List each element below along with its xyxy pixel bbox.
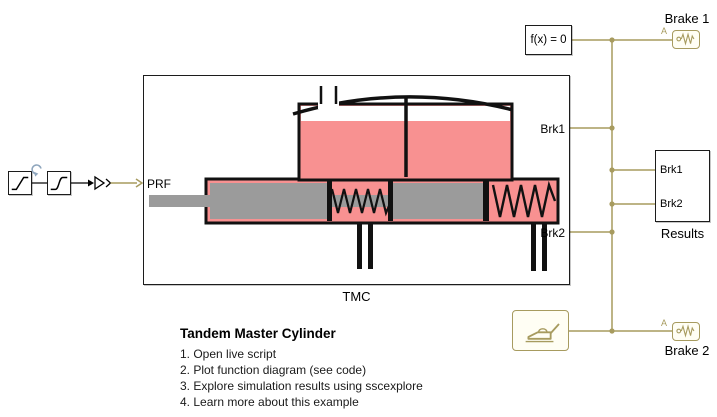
repeat-arrow-icon bbox=[31, 164, 42, 177]
prf-port-arrow bbox=[135, 178, 144, 188]
saturation-block[interactable] bbox=[47, 171, 71, 195]
oil-can-icon bbox=[525, 323, 560, 343]
ramp-signal-icon bbox=[11, 176, 29, 191]
instruction-item-2: 2. Plot function diagram (see code) bbox=[180, 363, 367, 377]
tmc-cylinder-graphic bbox=[149, 86, 560, 271]
converter-chevron-icon bbox=[105, 178, 112, 188]
results-port-brk2: Brk2 bbox=[660, 198, 683, 210]
results-block-label: Results bbox=[660, 226, 705, 241]
converter-triangle-icon[interactable] bbox=[94, 175, 106, 191]
brake-coil-icon bbox=[676, 324, 695, 338]
brake1-label: Brake 1 bbox=[664, 11, 710, 26]
junction-dot bbox=[609, 125, 615, 131]
model-description: Tandem Master Cylinder 1. Open live scri… bbox=[180, 326, 423, 410]
results-port-brk1: Brk1 bbox=[660, 164, 683, 176]
tmc-port-prf: PRF bbox=[147, 177, 171, 191]
solver-label: f(x) = 0 bbox=[530, 34, 567, 46]
tmc-port-brk2: Brk2 bbox=[540, 226, 565, 240]
results-scope-block[interactable]: Brk1 Brk2 bbox=[655, 150, 710, 222]
instruction-item-3: 3. Explore simulation results using ssce… bbox=[180, 379, 423, 393]
brake-fluid-block[interactable] bbox=[512, 310, 569, 351]
signal-arrowhead bbox=[88, 179, 94, 187]
tmc-block-label: TMC bbox=[342, 289, 371, 304]
description-title: Tandem Master Cylinder bbox=[180, 326, 336, 341]
brake2-port-a: A bbox=[661, 318, 668, 328]
brake2-block[interactable] bbox=[672, 322, 700, 341]
saturation-curve-icon bbox=[50, 176, 68, 191]
brake2-label: Brake 2 bbox=[664, 343, 710, 358]
brake1-port-a: A bbox=[661, 26, 668, 36]
junction-dot bbox=[609, 167, 615, 173]
junction-dot bbox=[609, 328, 615, 334]
instruction-item-4: 4. Learn more about this example bbox=[180, 395, 359, 409]
brake-coil-icon bbox=[676, 32, 695, 46]
junction-dot bbox=[609, 201, 615, 207]
brake1-block[interactable] bbox=[672, 30, 700, 49]
tmc-subsystem-block[interactable]: PRF Brk1 Brk2 bbox=[143, 75, 570, 285]
instruction-item-1: 1. Open live script bbox=[180, 347, 277, 361]
input-signal-block[interactable] bbox=[8, 171, 32, 195]
junction-dot bbox=[609, 37, 615, 43]
junction-dot bbox=[609, 229, 615, 235]
tmc-port-brk1: Brk1 bbox=[540, 122, 565, 136]
solver-configuration-block[interactable]: f(x) = 0 bbox=[525, 25, 572, 55]
